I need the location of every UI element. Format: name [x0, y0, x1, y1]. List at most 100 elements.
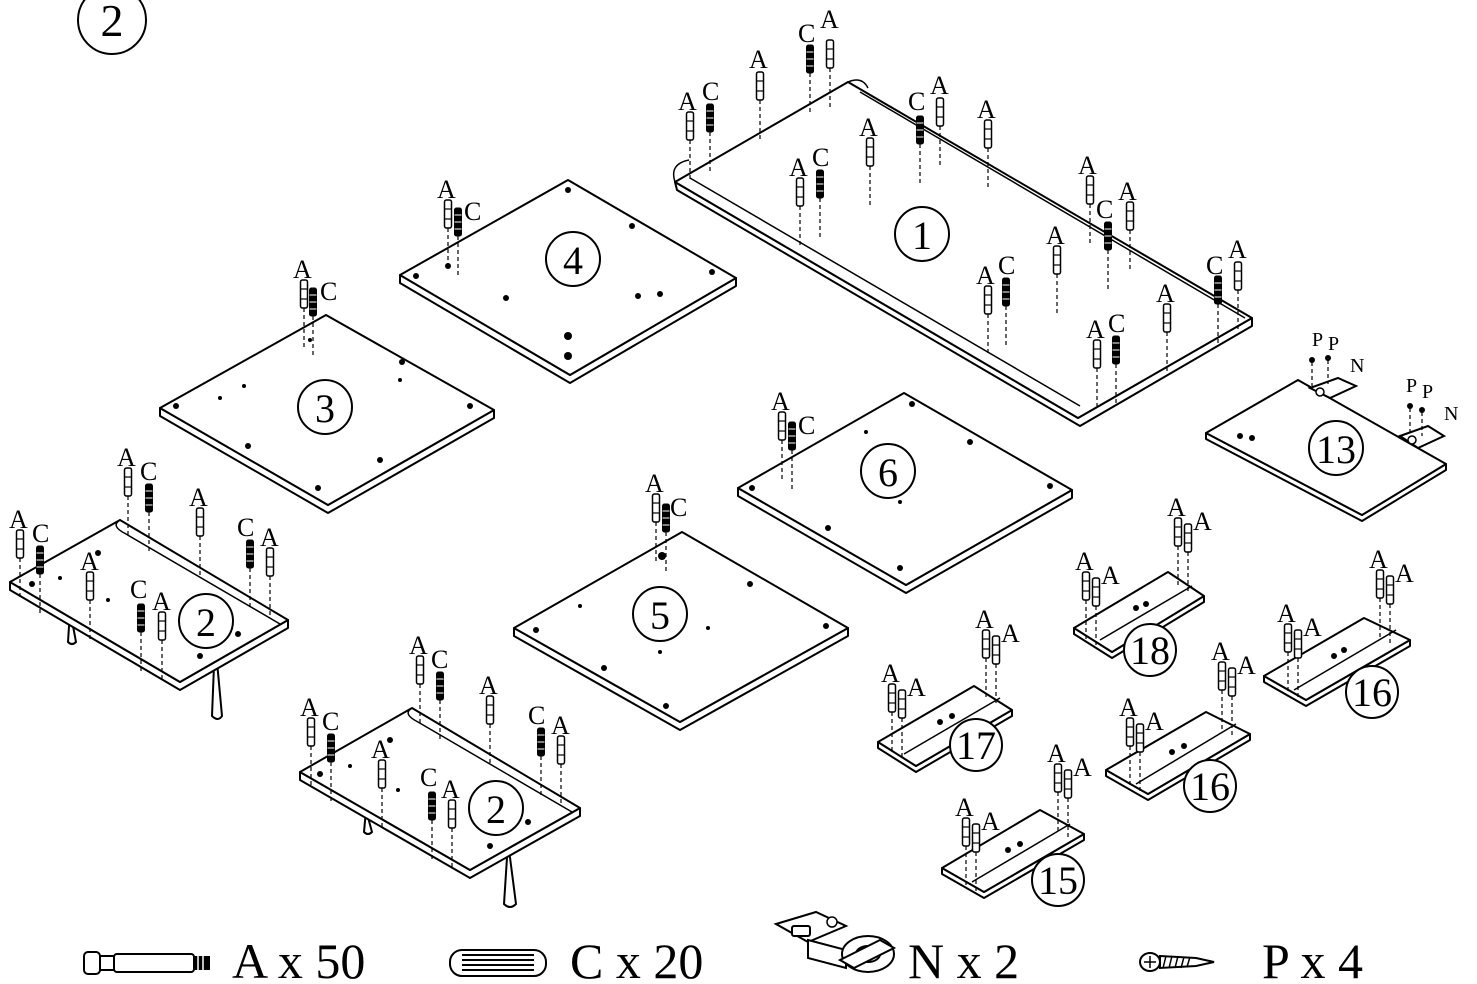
svg-text:A: A: [771, 387, 790, 416]
panel-5: 5 A C: [513, 469, 849, 731]
svg-text:A: A: [1369, 545, 1388, 574]
svg-text:C: C: [798, 411, 815, 440]
svg-text:A: A: [1303, 613, 1322, 642]
svg-text:A: A: [1395, 559, 1414, 588]
svg-text:A: A: [1145, 707, 1164, 736]
svg-text:A: A: [789, 153, 808, 182]
svg-text:A: A: [1101, 561, 1120, 590]
svg-text:A: A: [437, 175, 456, 204]
svg-text:18: 18: [1130, 628, 1170, 673]
panel-13: 13 P P N P P N: [1205, 329, 1458, 522]
panel-2-center-label: 2: [468, 780, 524, 836]
svg-text:A: A: [749, 45, 768, 74]
svg-text:A: A: [371, 735, 390, 764]
svg-text:C: C: [1096, 195, 1113, 224]
svg-text:A: A: [80, 547, 99, 576]
step-indicator: 2: [77, 0, 147, 55]
svg-text:A: A: [678, 87, 697, 116]
panel-2-left-label: 2: [178, 593, 234, 649]
svg-text:17: 17: [956, 723, 996, 768]
svg-text:C: C: [140, 457, 157, 486]
legend-item-p: P x 4: [1139, 933, 1363, 984]
legend-label-c: C x 20: [570, 933, 703, 984]
legend-item-n: N x 2: [773, 910, 1019, 984]
svg-text:C: C: [528, 701, 545, 730]
svg-text:A: A: [9, 505, 28, 534]
panel-4: 4 A C: [399, 175, 737, 384]
svg-text:A: A: [820, 5, 839, 34]
svg-text:A: A: [300, 693, 319, 722]
svg-text:15: 15: [1038, 858, 1078, 903]
svg-text:N: N: [1350, 355, 1364, 377]
svg-text:C: C: [1108, 309, 1125, 338]
svg-text:A: A: [981, 807, 1000, 836]
svg-text:6: 6: [878, 450, 898, 495]
svg-text:C: C: [798, 19, 815, 48]
svg-text:16: 16: [1190, 764, 1230, 809]
svg-text:A: A: [1046, 221, 1065, 250]
svg-text:C: C: [431, 645, 448, 674]
svg-text:A: A: [551, 711, 570, 740]
svg-text:C: C: [130, 575, 147, 604]
svg-text:5: 5: [650, 593, 670, 638]
svg-text:A: A: [977, 95, 996, 124]
panel-17: 17 A A A A: [877, 605, 1020, 773]
panel-1: 1 A C A C A A C A A A C A C A: [672, 5, 1253, 427]
screw-icon: [1139, 952, 1215, 972]
svg-text:C: C: [32, 519, 49, 548]
svg-text:A: A: [152, 587, 171, 616]
panel-15: 15 A A A A: [941, 739, 1092, 907]
legend-label-a: A x 50: [232, 933, 365, 984]
legend-label-n: N x 2: [908, 933, 1019, 984]
panel-15-label: 15: [1031, 853, 1085, 907]
svg-text:C: C: [998, 251, 1015, 280]
svg-text:P: P: [1312, 329, 1323, 351]
svg-text:P: P: [1422, 381, 1433, 403]
svg-text:C: C: [670, 493, 687, 522]
svg-text:A: A: [1211, 637, 1230, 666]
svg-text:A: A: [976, 261, 995, 290]
panel-6-label: 6: [860, 443, 916, 499]
svg-text:A: A: [907, 673, 926, 702]
panel-2-left: 2 A C A C A C A A C A: [9, 443, 289, 720]
svg-text:3: 3: [315, 386, 335, 431]
svg-text:N: N: [1444, 403, 1458, 425]
svg-text:16: 16: [1352, 670, 1392, 715]
svg-text:A: A: [1047, 739, 1066, 768]
svg-text:A: A: [1078, 151, 1097, 180]
hinge-icon: [1307, 376, 1447, 450]
panel-16-right-label: 16: [1345, 665, 1399, 719]
svg-text:C: C: [1206, 251, 1223, 280]
svg-text:C: C: [464, 197, 481, 226]
svg-text:A: A: [645, 469, 664, 498]
svg-text:A: A: [955, 793, 974, 822]
panel-4-label: 4: [545, 231, 601, 287]
svg-text:A: A: [189, 483, 208, 512]
svg-text:A: A: [1237, 651, 1256, 680]
panel-1-label: 1: [894, 206, 950, 262]
svg-text:A: A: [1277, 599, 1296, 628]
panel-5-label: 5: [632, 586, 688, 642]
step-number: 2: [101, 0, 124, 46]
svg-text:A: A: [409, 631, 428, 660]
svg-text:C: C: [702, 77, 719, 106]
panel-16-center-label: 16: [1183, 759, 1237, 813]
svg-text:2: 2: [486, 787, 506, 832]
svg-text:P: P: [1406, 375, 1417, 397]
svg-text:A: A: [1156, 279, 1175, 308]
svg-text:C: C: [812, 143, 829, 172]
svg-text:A: A: [479, 671, 498, 700]
svg-text:A: A: [441, 775, 460, 804]
svg-text:C: C: [420, 763, 437, 792]
svg-text:A: A: [859, 113, 878, 142]
svg-text:A: A: [1086, 315, 1105, 344]
svg-text:P: P: [1328, 333, 1339, 355]
legend: A x 50 C x 20 N x 2: [83, 910, 1363, 984]
svg-text:A: A: [1193, 507, 1212, 536]
svg-text:4: 4: [563, 238, 583, 283]
panel-3: 3 A C: [159, 255, 495, 514]
svg-text:A: A: [930, 71, 949, 100]
svg-text:2: 2: [196, 600, 216, 645]
panel-6: 6 A C: [737, 387, 1073, 594]
